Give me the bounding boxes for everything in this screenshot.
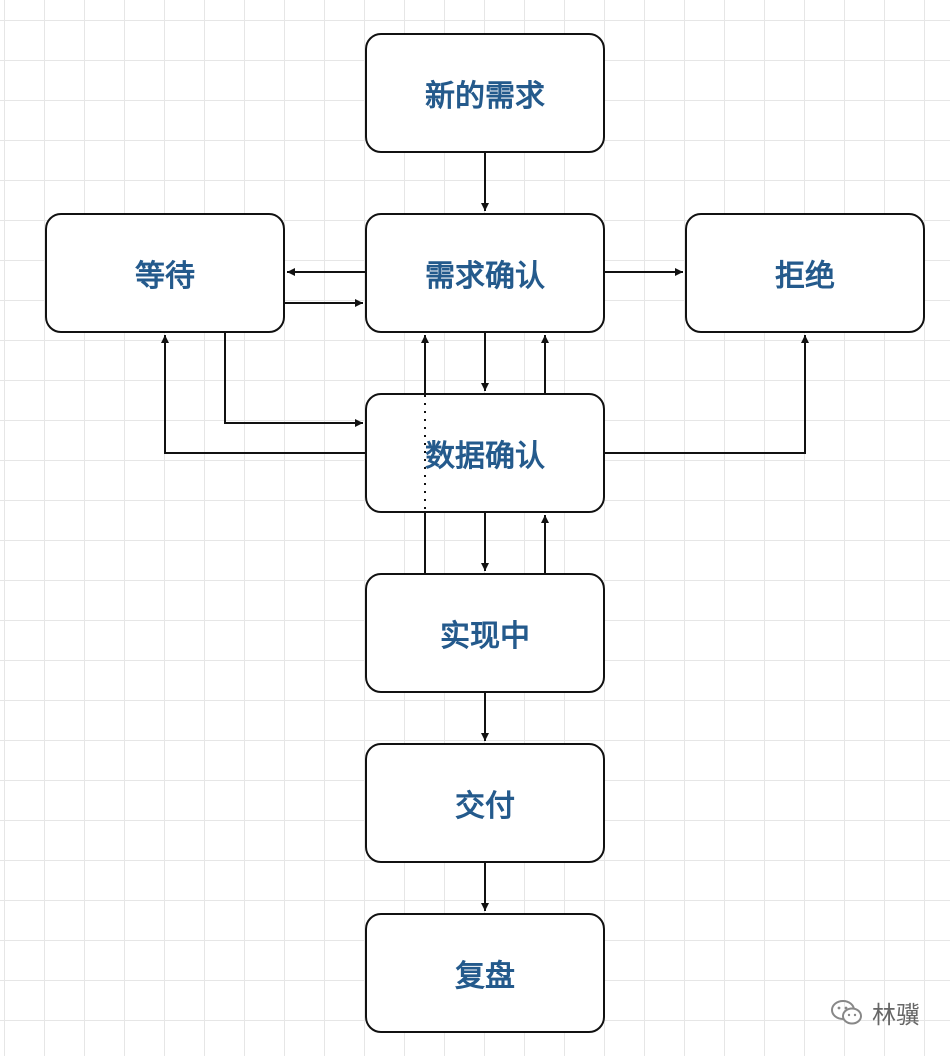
node-waiting: 等待: [45, 213, 285, 333]
node-delivery: 交付: [365, 743, 605, 863]
node-reject: 拒绝: [685, 213, 925, 333]
node-label: 需求确认: [425, 259, 545, 294]
edge-data-to-wait: [161, 335, 365, 454]
edge-wait-to-data: [224, 333, 363, 427]
node-label: 新的需求: [425, 79, 545, 114]
node-label: 实现中: [440, 619, 530, 654]
node-label: 拒绝: [775, 259, 835, 294]
node-label: 数据确认: [425, 439, 545, 474]
node-review: 复盘: [365, 913, 605, 1033]
node-new-requirement: 新的需求: [365, 33, 605, 153]
wechat-icon: [831, 999, 862, 1024]
node-label: 交付: [455, 789, 515, 824]
node-implementing: 实现中: [365, 573, 605, 693]
edge-data-to-reject: [605, 335, 809, 454]
node-label: 复盘: [455, 959, 515, 994]
node-label: 等待: [135, 259, 195, 294]
watermark: 林骥: [830, 995, 920, 1030]
node-data-confirm: 数据确认: [365, 393, 605, 513]
watermark-text: 林骥: [872, 1001, 920, 1029]
node-requirement-confirm: 需求确认: [365, 213, 605, 333]
